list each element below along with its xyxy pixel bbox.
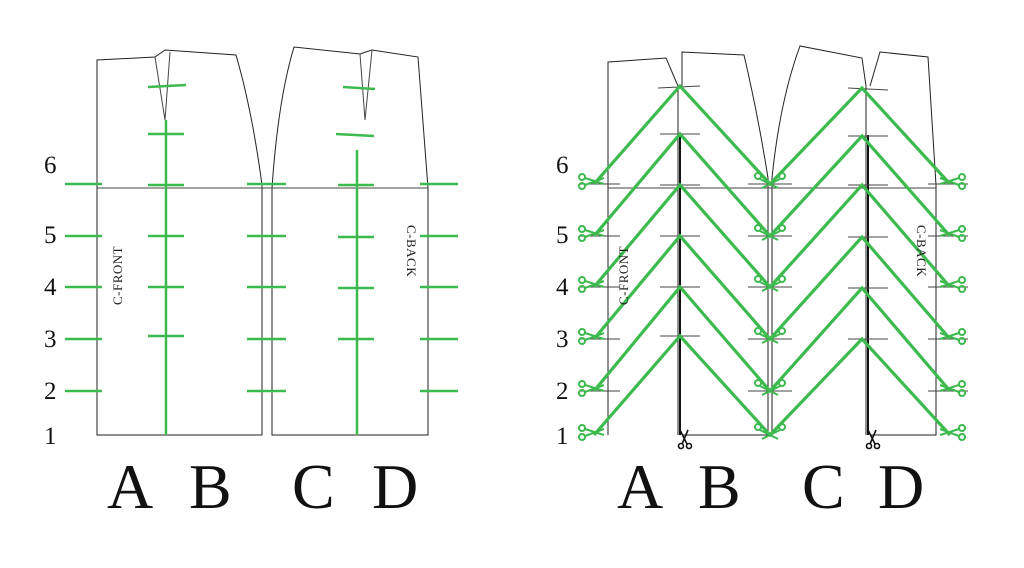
panel-letter-d: D (372, 451, 418, 522)
row-number-4: 4 (44, 274, 57, 301)
row-number-2-right: 2 (556, 378, 569, 405)
front-slash-ticks (147, 83, 187, 338)
scissors-icon (677, 429, 881, 450)
panel-letter-b-right: B (698, 451, 741, 522)
slice-d-outline (869, 51, 937, 436)
row-number-2: 2 (44, 378, 57, 405)
row-number-3: 3 (44, 326, 57, 353)
slice-a-outline (607, 57, 679, 435)
row-number-5: 5 (44, 222, 57, 249)
row-number-6: 6 (44, 152, 57, 179)
back-panel-outline (271, 46, 429, 436)
panel-letter-c: C (292, 451, 335, 522)
label-c-back: C-BACK (404, 225, 419, 277)
row-number-1-right: 1 (556, 423, 569, 450)
row-number-3-right: 3 (556, 326, 569, 353)
back-slash-ticks (335, 85, 376, 341)
scissors-icons-left (578, 173, 605, 441)
panel-letter-a: A (107, 451, 153, 522)
scissors-icons-center (754, 172, 786, 440)
panel-letter-d-right: D (878, 451, 924, 522)
panel-letter-c-right: C (802, 451, 845, 522)
label-c-back-right: C-BACK (914, 225, 929, 277)
back-dart (359, 49, 373, 121)
side-seam-ticks (247, 182, 286, 393)
back-side-ticks (420, 182, 458, 393)
panel-letter-b: B (189, 451, 232, 522)
row-number-4-right: 4 (556, 274, 569, 301)
right-diagram: 1 2 3 4 5 6 C-FRONT C-BACK A B C D (556, 45, 968, 522)
row-number-1: 1 (44, 423, 57, 450)
label-c-front: C-FRONT (110, 246, 125, 305)
left-diagram: 1 2 3 4 5 6 C-FRONT C-BACK A B C D (44, 46, 458, 522)
front-side-ticks (65, 182, 102, 393)
panel-letter-a-right: A (617, 451, 663, 522)
row-number-6-right: 6 (556, 152, 569, 179)
slice-b-outline (681, 51, 769, 436)
front-panel-outline (96, 49, 263, 436)
slice-c-outline (771, 45, 867, 435)
scissors-icons-right (939, 173, 966, 441)
label-c-front-right: C-FRONT (616, 246, 631, 305)
row-number-5-right: 5 (556, 222, 569, 249)
